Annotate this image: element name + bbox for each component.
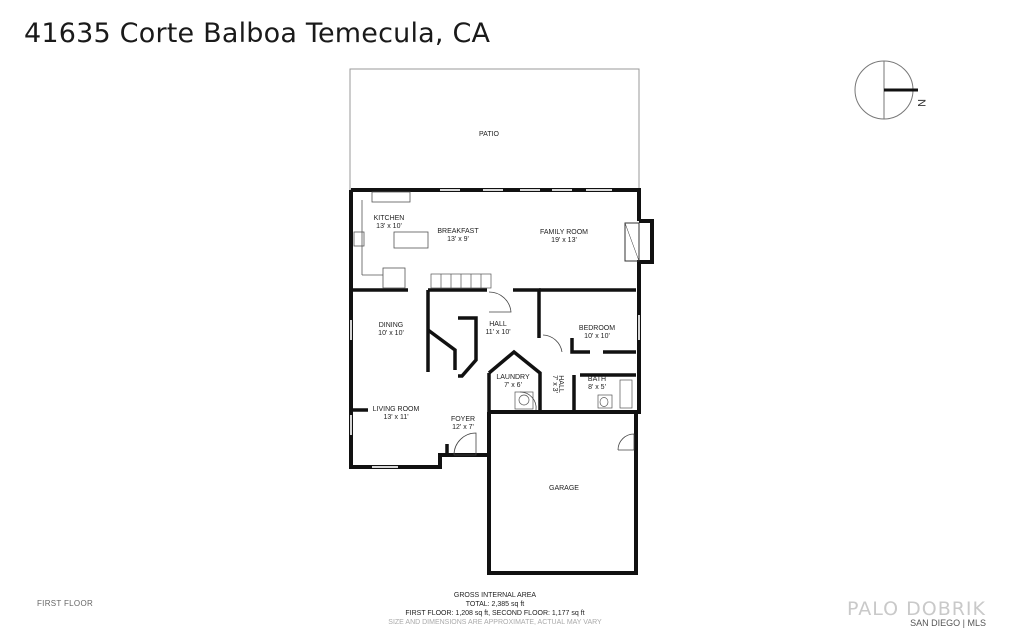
living-room-label: LIVING ROOM	[373, 406, 420, 413]
brand-logo-text: PALO DOBRIK	[846, 598, 986, 620]
compass-icon: N	[854, 60, 927, 120]
exterior-walls	[349, 188, 654, 575]
brand-subtext: SAN DIEGO | MLS	[910, 618, 986, 628]
kitchen-dims: 13' x 10'	[376, 223, 402, 230]
hall-label: HALL	[489, 321, 507, 328]
bedroom-dims: 10' x 10'	[584, 333, 610, 340]
stairs	[430, 273, 492, 289]
family-room-dims: 19' x 13'	[551, 237, 577, 244]
breakfast-dims: 13' x 9'	[447, 236, 469, 243]
bath-dims: 8' x 5'	[588, 384, 606, 391]
bedroom-label: BEDROOM	[579, 325, 615, 332]
room-labels: PATIO KITCHEN 13' x 10' BREAKFAST 13' x …	[373, 131, 616, 492]
family-room-label: FAMILY ROOM	[540, 229, 588, 236]
brand-logo: PALO DOBRIK SAN DIEGO | MLS	[836, 598, 986, 628]
compass-north-label: N	[915, 99, 927, 107]
hall2-label: HALL	[557, 375, 564, 393]
dining-label: DINING	[379, 322, 404, 329]
area-total: TOTAL: 2,385 sq ft	[465, 601, 525, 608]
area-heading: GROSS INTERNAL AREA	[453, 592, 537, 599]
page-title: 41635 Corte Balboa Temecula, CA	[24, 18, 491, 49]
hall2-dims: 7' x 3'	[551, 375, 558, 393]
kitchen-label: KITCHEN	[374, 215, 405, 222]
dining-dims: 10' x 10'	[378, 330, 404, 337]
area-summary: GROSS INTERNAL AREA TOTAL: 2,385 sq ft F…	[380, 591, 610, 627]
area-disclaimer: SIZE AND DIMENSIONS ARE APPROXIMATE, ACT…	[388, 619, 602, 626]
kitchen-fixtures	[353, 191, 429, 289]
area-floors: FIRST FLOOR: 1,208 sq ft, SECOND FLOOR: …	[405, 610, 585, 617]
patio-label: PATIO	[479, 131, 500, 138]
living-room-dims: 13' x 11'	[383, 414, 408, 421]
patio-area	[349, 68, 640, 191]
floor-label: FIRST FLOOR	[37, 599, 94, 608]
hall-dims: 11' x 10'	[485, 329, 510, 336]
bath-label: BATH	[588, 376, 606, 383]
foyer-label: FOYER	[451, 416, 475, 423]
laundry-dims: 7' x 6'	[504, 382, 522, 389]
breakfast-label: BREAKFAST	[437, 228, 479, 235]
interior-walls	[351, 288, 636, 455]
foyer-dims: 12' x 7'	[452, 424, 474, 431]
laundry-label: LAUNDRY	[496, 374, 530, 381]
garage-label: GARAGE	[549, 485, 579, 492]
